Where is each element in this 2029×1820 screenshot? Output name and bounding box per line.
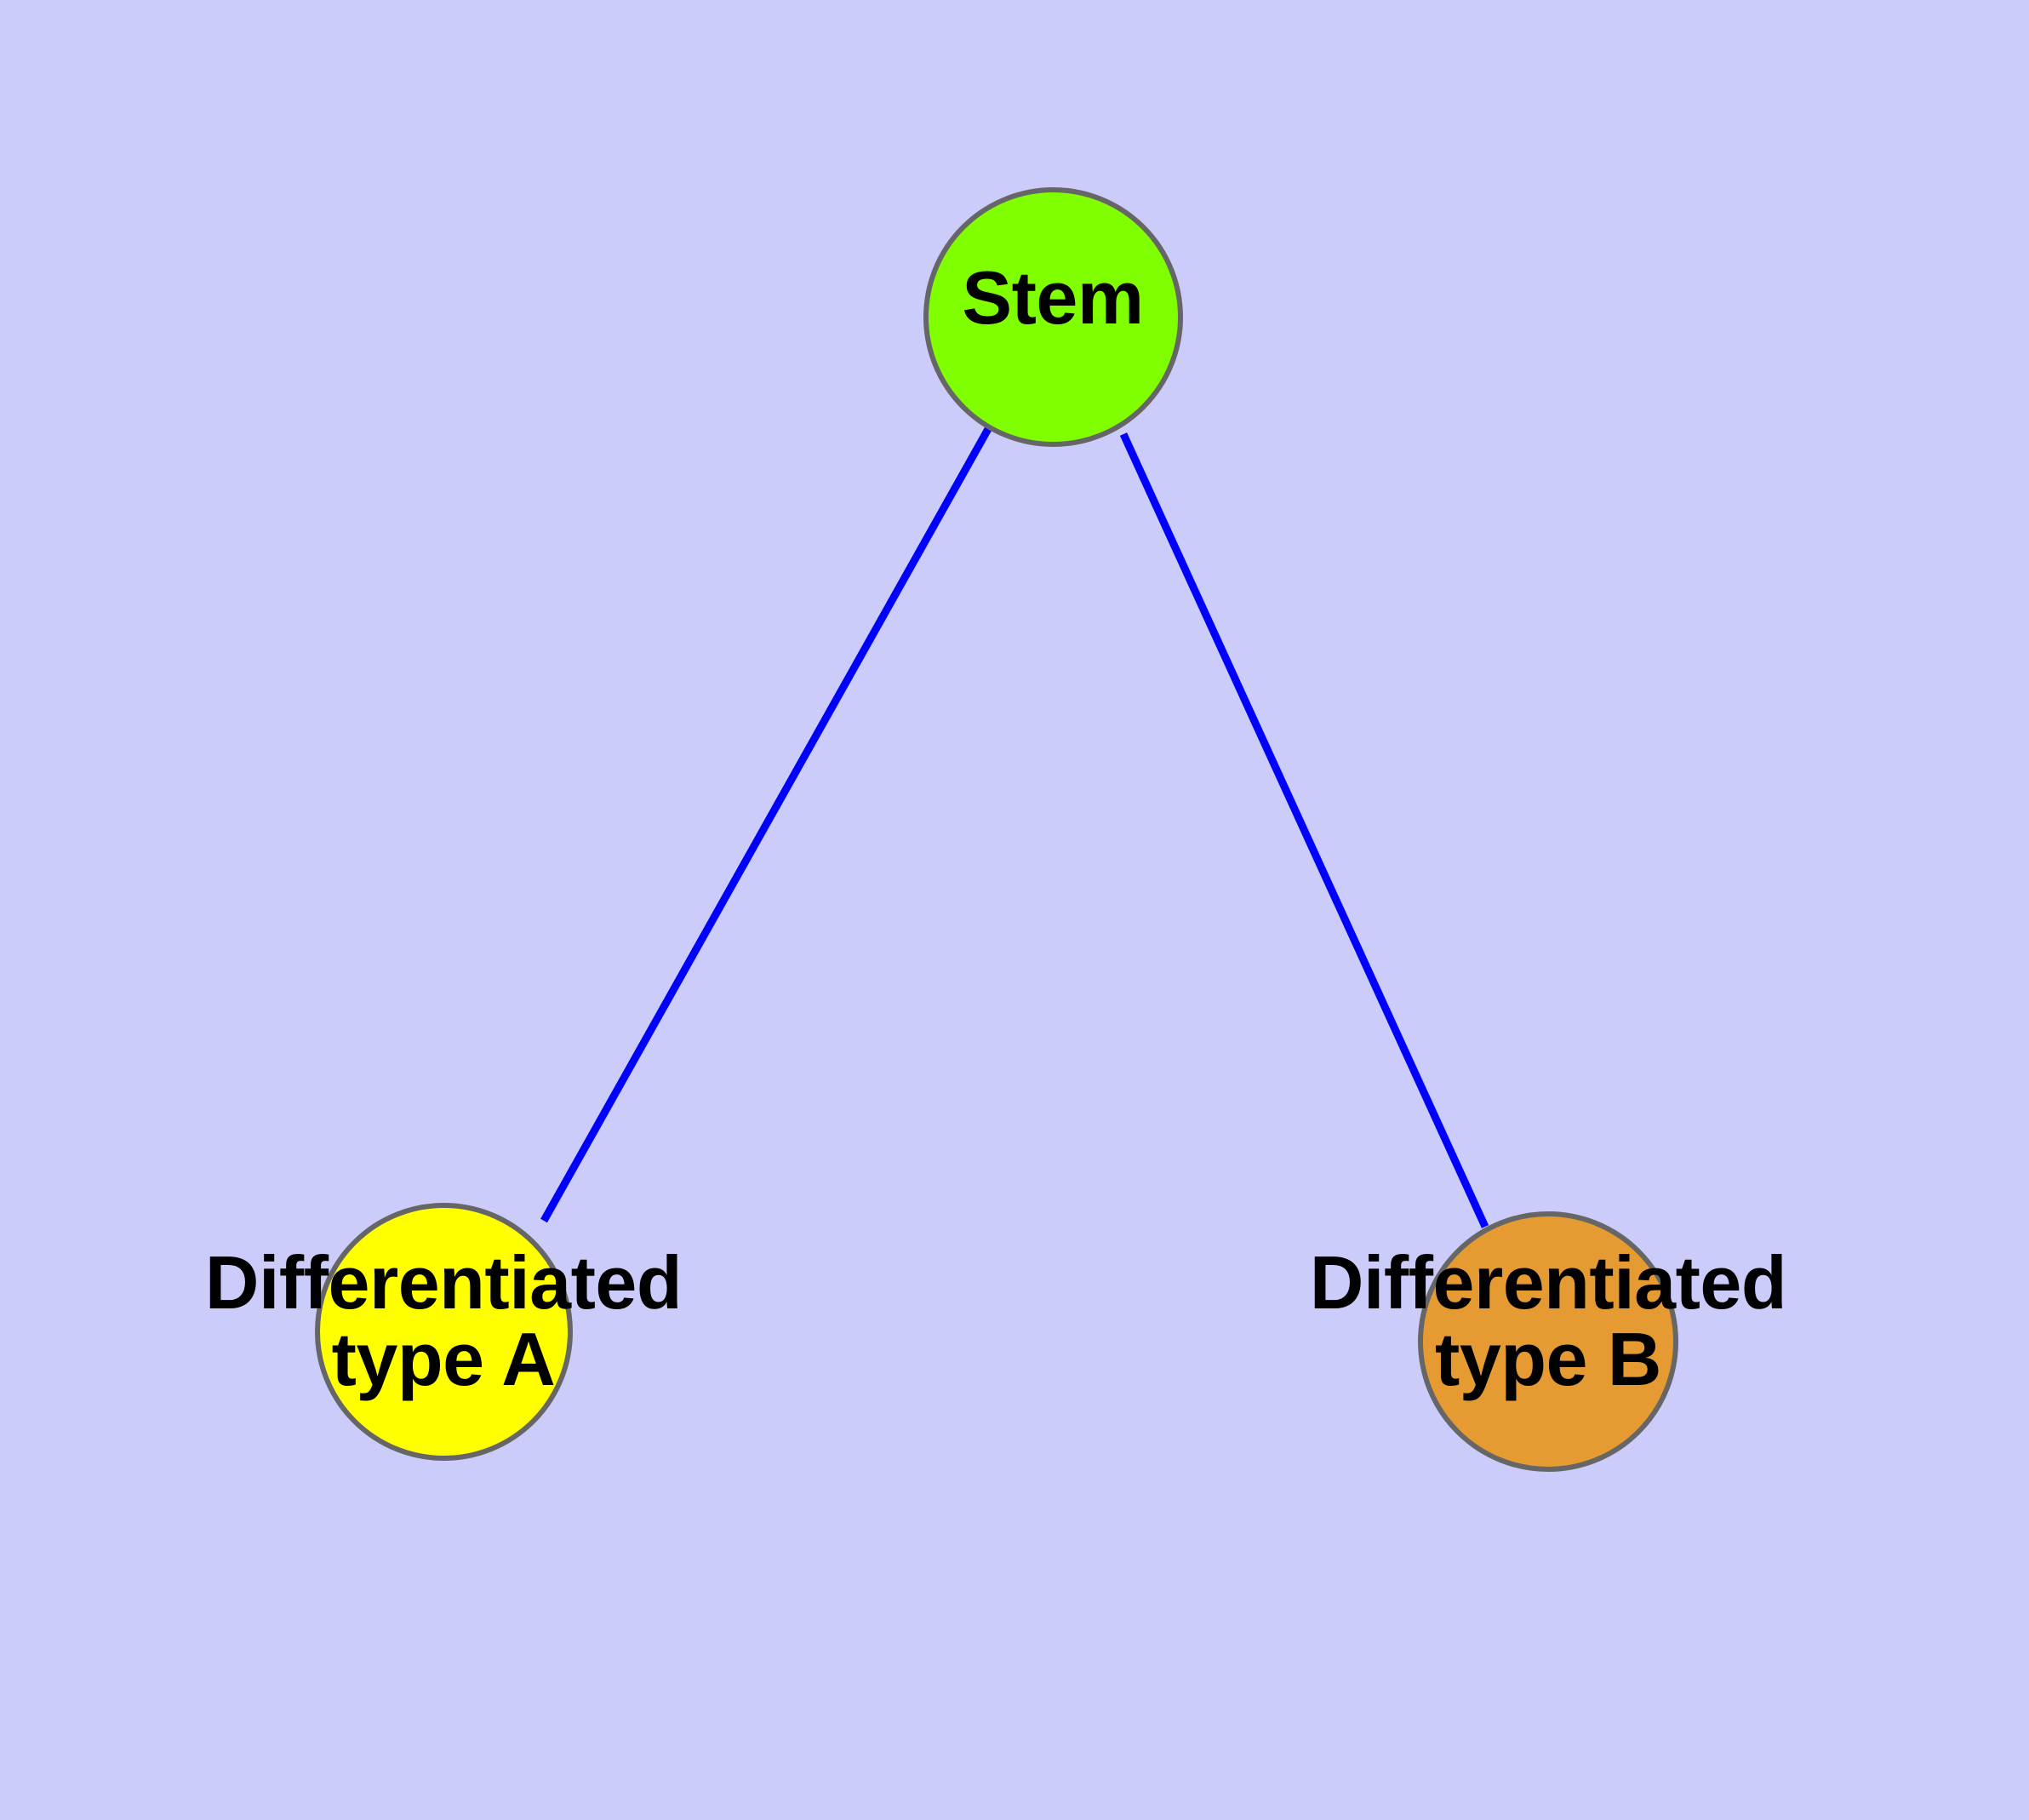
edge-stem-to-differentiated-type-a — [540, 426, 992, 1223]
edge-stem-to-differentiated-type-b — [1119, 432, 1489, 1228]
node-label-differentiated-type-a-line1: Differentiated — [204, 1240, 683, 1325]
node-label-differentiated-type-a: Differentiated type A — [167, 1245, 720, 1398]
node-differentiated-type-a[interactable] — [315, 1203, 573, 1461]
node-label-stem: Stem — [797, 260, 1308, 336]
node-differentiated-type-b[interactable] — [1418, 1211, 1678, 1472]
node-label-stem-line1: Stem — [962, 255, 1144, 340]
node-label-differentiated-type-b-line1: Differentiated — [1309, 1240, 1787, 1325]
node-label-differentiated-type-a-line2: type A — [331, 1316, 556, 1401]
node-stem[interactable] — [923, 187, 1183, 447]
node-label-differentiated-type-b: Differentiated type B — [1272, 1245, 1825, 1398]
node-label-differentiated-type-b-line2: type B — [1435, 1316, 1661, 1401]
